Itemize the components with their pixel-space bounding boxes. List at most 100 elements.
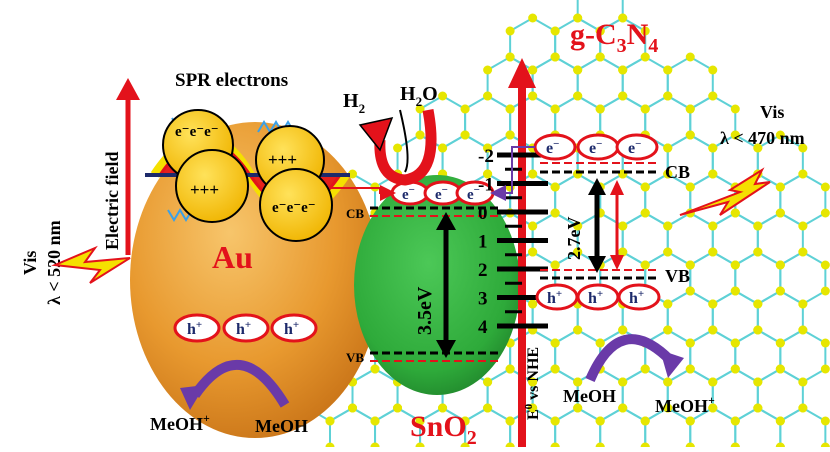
- hole-plus: +: [245, 319, 251, 331]
- svg-text:e−: e−: [546, 138, 559, 157]
- lattice-atom: [685, 260, 695, 270]
- lattice-atom: [483, 65, 493, 75]
- lattice-atom: [483, 143, 493, 153]
- lattice-atom: [595, 442, 605, 452]
- lattice-atom: [730, 442, 740, 452]
- electron-minus: −: [409, 184, 415, 196]
- sno2-gap-arrow-up: [436, 212, 456, 230]
- lattice-atom: [640, 26, 650, 36]
- lattice-atom: [528, 13, 538, 23]
- lattice-atom: [505, 364, 515, 374]
- lattice-atom: [573, 13, 583, 23]
- lattice-atom: [730, 338, 740, 348]
- lattice-atom: [550, 52, 560, 62]
- lattice-atom: [573, 403, 583, 413]
- lattice-hexagon: [351, 367, 399, 423]
- lattice-atom: [505, 442, 515, 452]
- au-hole-group: h+ h+ h+: [173, 313, 318, 343]
- sno2-gap-label: 3.5eV: [414, 286, 436, 335]
- hole-plus: +: [293, 319, 299, 331]
- lattice-atom: [708, 143, 718, 153]
- svg-text:e−: e−: [628, 138, 641, 157]
- au-holes-right: +++: [268, 150, 297, 169]
- lattice-atom: [663, 91, 673, 101]
- hole-bubble: [270, 313, 318, 343]
- lattice-atom: [775, 260, 785, 270]
- lattice-hexagon: [554, 406, 602, 452]
- lattice-hexagon: [666, 289, 714, 345]
- vis-right-title: Vis: [760, 102, 784, 122]
- lattice-atom: [685, 442, 695, 452]
- lattice-atom: [820, 442, 830, 452]
- lattice-atom: [663, 325, 673, 335]
- spr-electrons-label: SPR electrons: [175, 70, 288, 91]
- lattice-atom: [505, 104, 515, 114]
- meoh-arc-arrowhead-left: [180, 385, 205, 410]
- lattice-atom: [663, 65, 673, 75]
- electron-e: e: [546, 140, 553, 157]
- lattice-atom: [573, 91, 583, 101]
- au-label: Au: [212, 239, 253, 275]
- lattice-atom: [730, 286, 740, 296]
- vis-right-condition: λ < 470 nm: [720, 128, 805, 148]
- lattice-hexagon: [329, 406, 377, 452]
- lattice-atom: [528, 169, 538, 179]
- lattice-hexagon: [531, 55, 579, 111]
- electron-minus: −: [635, 138, 641, 150]
- lattice-atom: [663, 247, 673, 257]
- au-ball-holes-left: [175, 149, 249, 223]
- au-holes-left: +++: [190, 180, 219, 199]
- vis-left-title: Vis: [20, 251, 40, 275]
- gc3n4-cb-label: CB: [665, 162, 690, 182]
- electron-e: e: [435, 187, 442, 203]
- lattice-atom: [775, 286, 785, 296]
- lattice-atom: [775, 338, 785, 348]
- lattice-atom: [663, 403, 673, 413]
- lattice-atom: [370, 416, 380, 426]
- lattice-atom: [528, 221, 538, 231]
- gc3n4-to-sno2-electron-arrow: [490, 146, 535, 201]
- sno2-vb-label: VB: [346, 350, 364, 365]
- lattice-atom: [708, 169, 718, 179]
- lattice-hexagon: [621, 55, 669, 111]
- lattice-atom: [708, 299, 718, 309]
- lattice-atom: [730, 364, 740, 374]
- lattice-atom: [730, 416, 740, 426]
- svg-text:h+: h+: [588, 288, 603, 307]
- electron-e: e: [589, 140, 596, 157]
- lattice-atom: [820, 260, 830, 270]
- lattice-atom: [820, 208, 830, 218]
- lattice-atom: [663, 377, 673, 387]
- potential-tick-label: 0: [478, 203, 488, 224]
- lattice-atom: [438, 91, 448, 101]
- svg-text:h+: h+: [187, 319, 202, 338]
- lattice-hexagon: [756, 289, 804, 345]
- electric-field-arrowhead: [116, 78, 140, 100]
- au-electrons-right: e⁻e⁻e⁻: [272, 200, 316, 216]
- potential-tick-label: 1: [478, 232, 488, 253]
- potential-tick-label: 4: [478, 317, 488, 338]
- lattice-hexagon: [599, 172, 647, 228]
- lattice-atom: [460, 104, 470, 114]
- lattice-atom: [775, 182, 785, 192]
- lattice-hexagon: [779, 172, 827, 228]
- lattice-atom: [640, 416, 650, 426]
- lattice-atom: [415, 442, 425, 452]
- lattice-atom: [753, 143, 763, 153]
- lattice-atom: [640, 52, 650, 62]
- svg-text:h+: h+: [236, 319, 251, 338]
- lattice-atom: [820, 286, 830, 296]
- au-to-sno2-electron-arrow: [330, 185, 396, 201]
- lattice-atom: [730, 208, 740, 218]
- lattice-atom: [685, 104, 695, 114]
- hole-h: h: [629, 290, 638, 307]
- svg-text:h+: h+: [547, 288, 562, 307]
- lattice-atom: [348, 169, 358, 179]
- meoh-oxidation-arc-right: [585, 334, 674, 383]
- meoh-oxidation-arc-left: [190, 360, 290, 408]
- lattice-atom: [528, 377, 538, 387]
- sno2-cb-label: CB: [346, 206, 364, 221]
- lattice-atom: [595, 338, 605, 348]
- lattice-atom: [820, 338, 830, 348]
